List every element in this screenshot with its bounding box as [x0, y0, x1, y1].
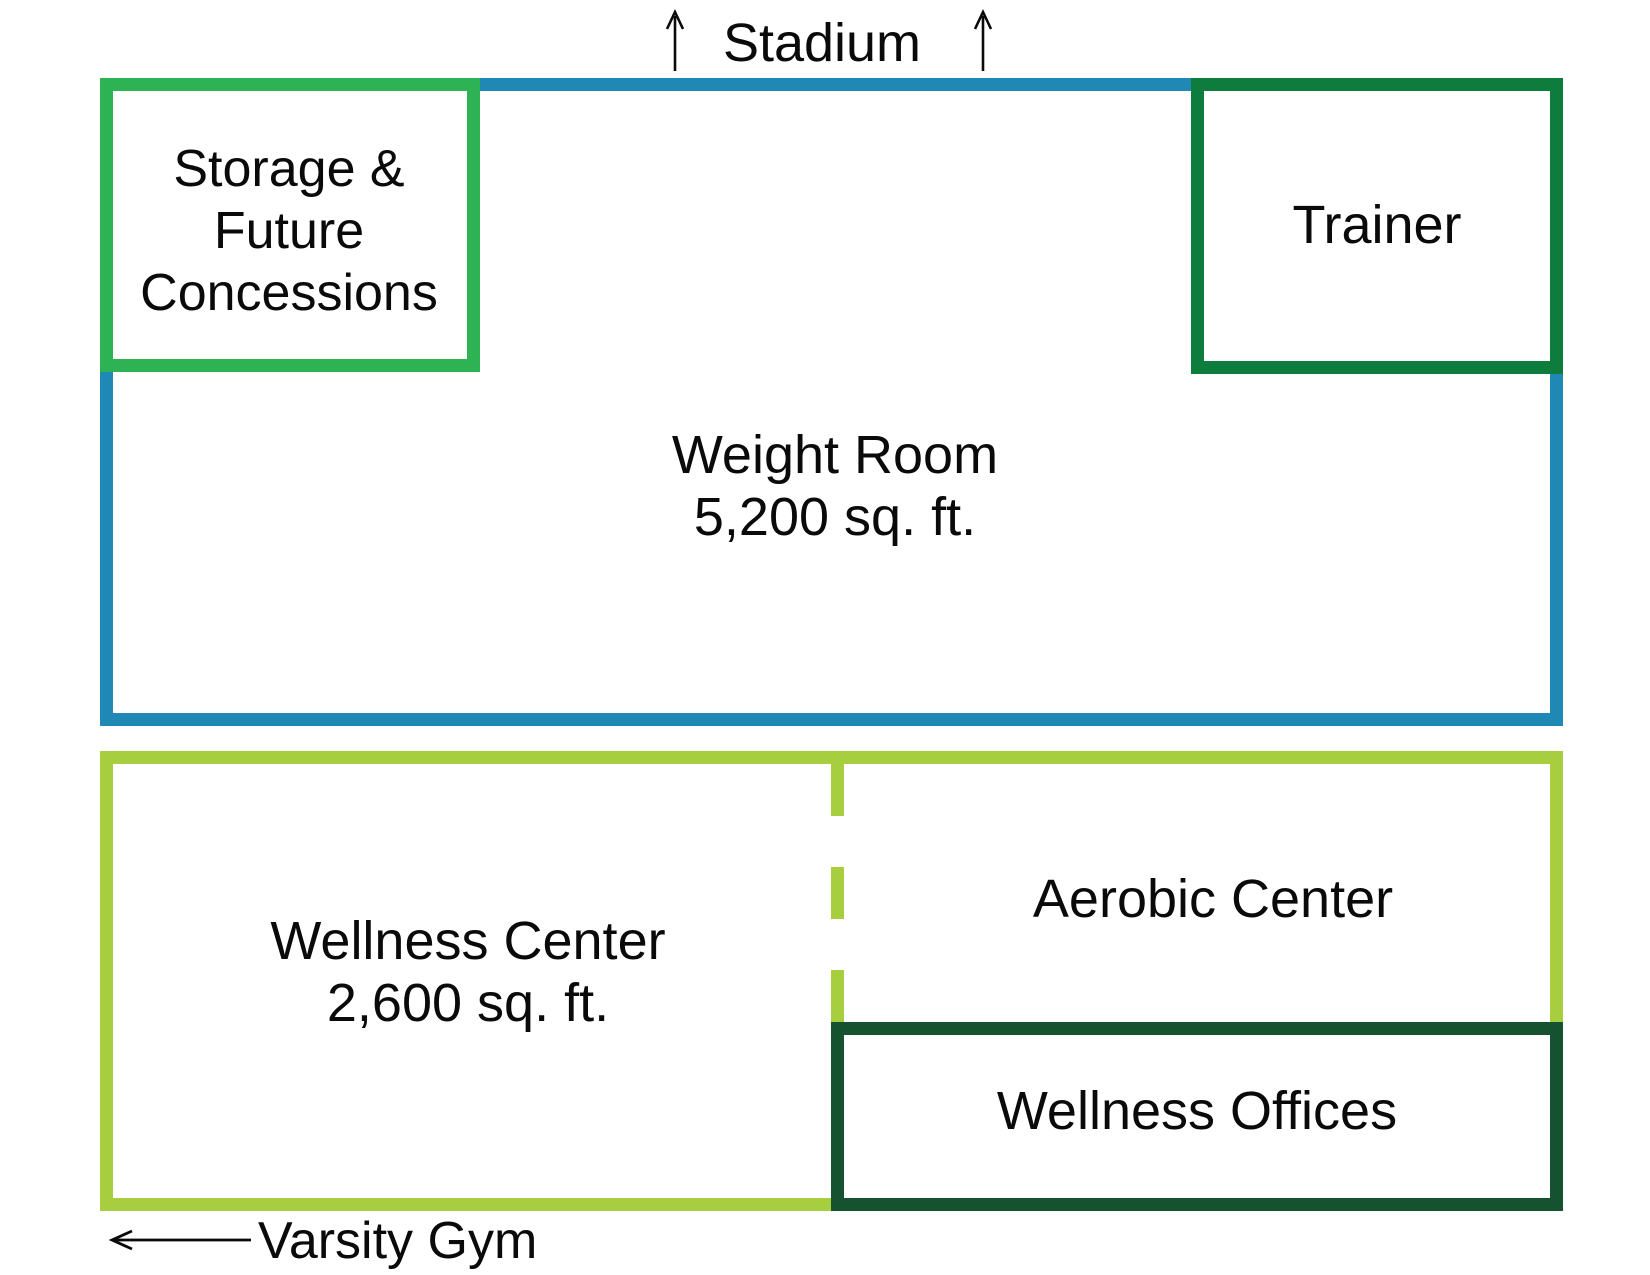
storage-line: Future: [213, 202, 365, 260]
aerobic-center-label: Aerobic Center: [1032, 869, 1394, 929]
storage-line: Concessions: [140, 264, 438, 322]
wellness-offices-outline: [831, 1022, 1563, 1211]
left-arrow-icon: [108, 1229, 251, 1251]
wellness-center-area: 2,600 sq. ft.: [326, 973, 610, 1033]
weight-room-area: 5,200 sq. ft.: [693, 487, 977, 547]
storage-concessions-label: Storage & Future Concessions: [140, 138, 438, 324]
up-arrow-icon: [973, 8, 993, 71]
weight-room-name: Weight Room: [671, 425, 999, 485]
storage-concessions-outline: [100, 78, 480, 372]
aerobic-dashed-divider: [831, 764, 844, 1022]
wellness-center-name: Wellness Center: [270, 911, 666, 971]
trainer-outline: [1191, 78, 1563, 374]
stadium-label: Stadium: [722, 13, 922, 73]
varsity-gym-label: Varsity Gym: [258, 1212, 538, 1270]
wellness-center-label: Wellness Center 2,600 sq. ft.: [270, 910, 665, 1034]
trainer-label: Trainer: [1292, 195, 1462, 255]
up-arrow-icon: [665, 8, 685, 71]
storage-line: Storage &: [173, 140, 405, 198]
weight-room-label: Weight Room 5,200 sq. ft.: [672, 424, 998, 548]
wellness-offices-label: Wellness Offices: [996, 1081, 1398, 1141]
